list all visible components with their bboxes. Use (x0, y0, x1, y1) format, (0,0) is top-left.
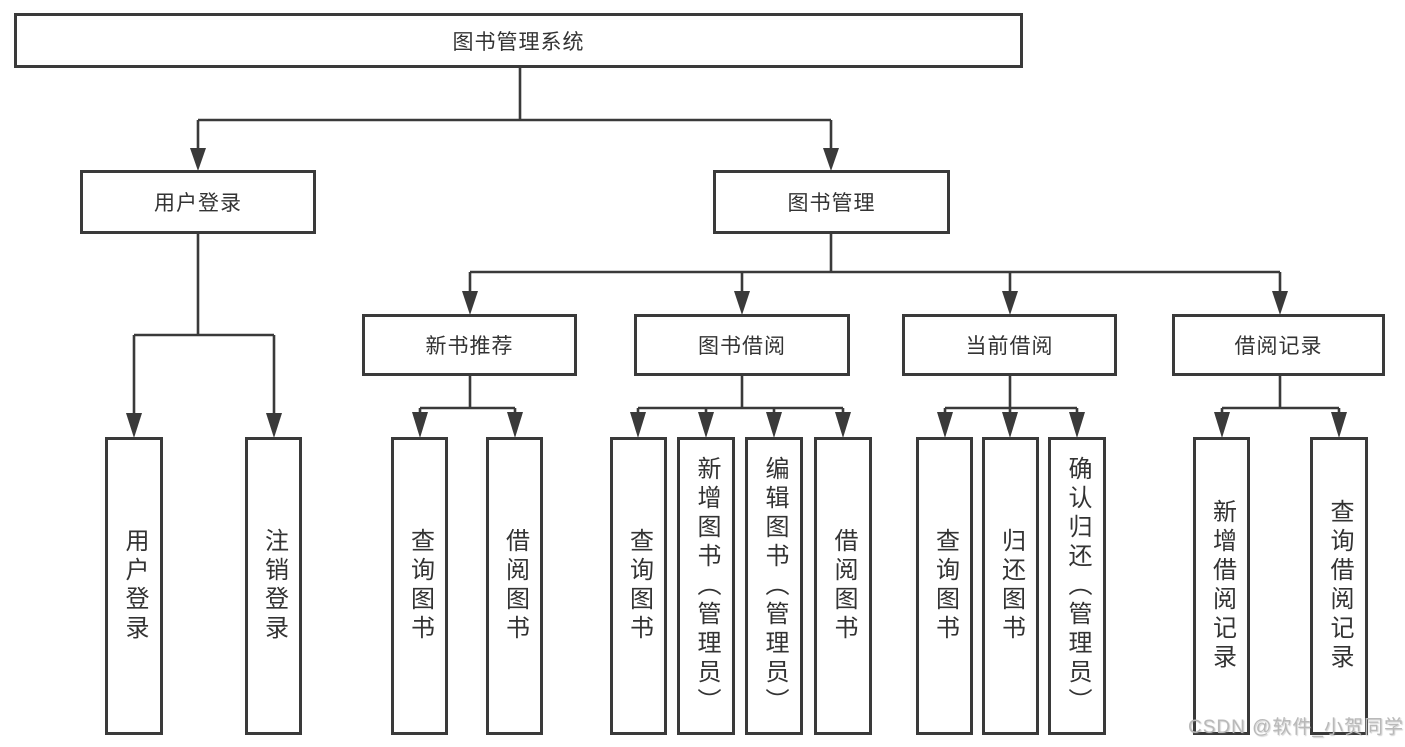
node-root-label: 图书管理系统 (452, 30, 585, 54)
leaf-edit-book-admin: 编辑图书（管理员） (745, 437, 803, 735)
connector-userlogin-to-leaves (126, 234, 282, 438)
leaf-query-books-borrow: 查询图书 (610, 437, 667, 735)
leaf-query-books-current: 查询图书 (916, 437, 973, 735)
connector-root-to-level2 (190, 68, 839, 171)
connector-borrowrecords-to-leaves (1214, 376, 1347, 438)
node-borrow-records: 借阅记录 (1172, 314, 1385, 376)
node-current-borrow: 当前借阅 (902, 314, 1117, 376)
node-root-library-system: 图书管理系统 (14, 13, 1023, 68)
connector-currentborrow-to-leaves (937, 376, 1085, 438)
leaf-logout-login: 注销登录 (245, 437, 302, 735)
node-book-management-label: 图书管理 (787, 192, 876, 215)
node-user-login: 用户登录 (80, 170, 316, 234)
node-user-login-label: 用户登录 (154, 192, 242, 215)
leaf-borrow-books-recommend-label: 借阅图书 (501, 528, 529, 644)
node-book-borrow: 图书借阅 (634, 314, 850, 376)
leaf-logout-login-label: 注销登录 (260, 528, 288, 644)
leaf-add-book-admin: 新增图书（管理员） (677, 437, 735, 735)
leaf-confirm-return-admin: 确认归还（管理员） (1048, 437, 1106, 735)
watermark-text: CSDN @软件_小贺同学 (1188, 717, 1404, 738)
leaf-query-borrow-record-label: 查询借阅记录 (1326, 499, 1353, 673)
leaf-query-books-current-label: 查询图书 (931, 528, 959, 644)
connector-bookmgmt-to-level3 (462, 234, 1288, 315)
leaf-add-borrow-record: 新增借阅记录 (1193, 437, 1250, 735)
leaf-query-books-borrow-label: 查询图书 (625, 528, 653, 644)
leaf-borrow-books: 借阅图书 (814, 437, 872, 735)
node-borrow-records-label: 借阅记录 (1234, 335, 1323, 358)
leaf-query-borrow-record: 查询借阅记录 (1310, 437, 1368, 735)
leaf-query-books-recommend: 查询图书 (391, 437, 448, 735)
leaf-user-login: 用户登录 (105, 437, 163, 735)
leaf-user-login-label: 用户登录 (121, 528, 148, 644)
node-new-book-recommend: 新书推荐 (362, 314, 577, 376)
connector-bookborrow-to-leaves (630, 376, 851, 438)
node-book-borrow-label: 图书借阅 (698, 335, 786, 358)
leaf-add-book-admin-label: 新增图书（管理员） (693, 455, 720, 717)
node-book-management: 图书管理 (713, 170, 950, 234)
leaf-confirm-return-admin-label: 确认归还（管理员） (1064, 455, 1091, 717)
leaf-return-books: 归还图书 (982, 437, 1039, 735)
leaf-return-books-label: 归还图书 (997, 528, 1025, 644)
leaf-add-borrow-record-label: 新增借阅记录 (1208, 499, 1236, 673)
node-current-borrow-label: 当前借阅 (965, 335, 1054, 358)
leaf-edit-book-admin-label: 编辑图书（管理员） (761, 455, 788, 717)
connector-newbook-to-leaves (412, 376, 523, 438)
node-new-book-recommend-label: 新书推荐 (425, 335, 514, 358)
leaf-borrow-books-label: 借阅图书 (830, 528, 857, 644)
leaf-query-books-recommend-label: 查询图书 (406, 528, 434, 644)
leaf-borrow-books-recommend: 借阅图书 (486, 437, 543, 735)
